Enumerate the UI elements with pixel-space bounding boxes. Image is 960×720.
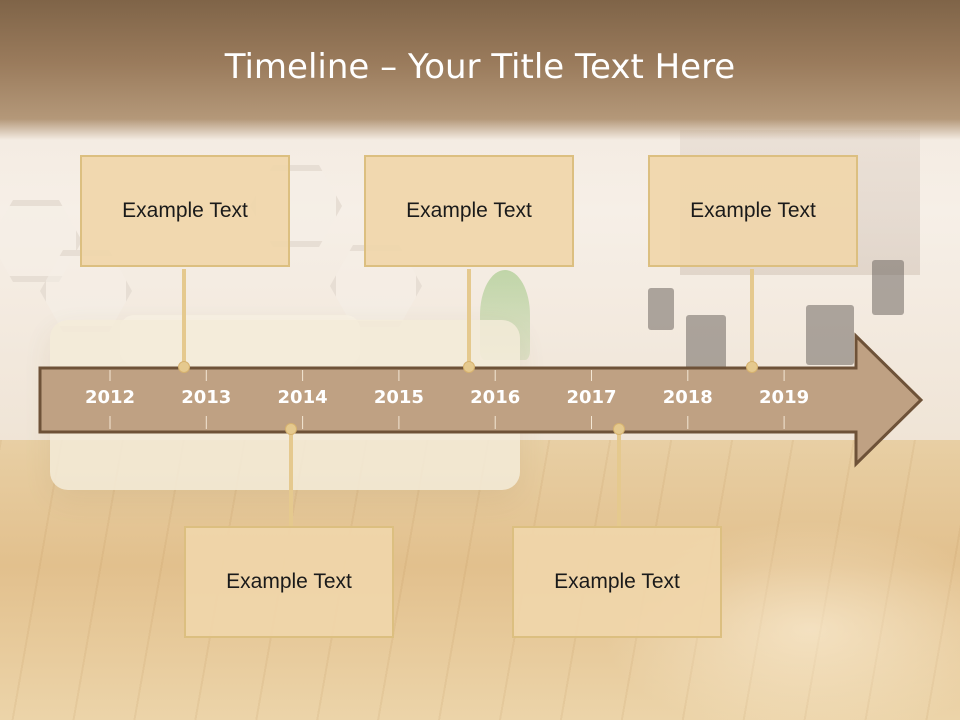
callout-box[interactable]: Example Text: [184, 526, 394, 638]
callout-box[interactable]: Example Text: [364, 155, 574, 267]
connector-line: [467, 269, 471, 367]
connector-dot: [613, 423, 625, 435]
title-band: [0, 0, 960, 140]
connector-dot: [178, 361, 190, 373]
year-labels: 2012 2013 2014 2015 2016 2017 2018 2019: [85, 387, 809, 408]
connector-line: [750, 269, 754, 367]
arrow-shape: [38, 332, 924, 468]
background-speaker: [686, 315, 726, 370]
callout-text[interactable]: Example Text: [122, 199, 248, 222]
callout-text[interactable]: Example Text: [554, 570, 680, 593]
tick-marks: [109, 370, 785, 429]
callout-box[interactable]: Example Text: [512, 526, 722, 638]
year-label: 2012: [85, 387, 135, 408]
connector-line: [182, 269, 186, 367]
connector-dot: [463, 361, 475, 373]
background-speaker: [872, 260, 904, 315]
callout-text[interactable]: Example Text: [406, 199, 532, 222]
year-label: 2016: [470, 387, 520, 408]
background-speaker: [806, 305, 854, 365]
year-label: 2014: [278, 387, 328, 408]
callout-box[interactable]: Example Text: [648, 155, 858, 267]
connector-line: [617, 429, 621, 526]
connector-line: [289, 429, 293, 526]
callout-text[interactable]: Example Text: [690, 199, 816, 222]
callout-box[interactable]: Example Text: [80, 155, 290, 267]
year-label: 2019: [759, 387, 809, 408]
year-label: 2013: [181, 387, 231, 408]
connector-dot: [285, 423, 297, 435]
background-speaker: [648, 288, 674, 330]
year-label: 2015: [374, 387, 424, 408]
connector-dot: [746, 361, 758, 373]
year-label: 2018: [663, 387, 713, 408]
slide-title[interactable]: Timeline – Your Title Text Here: [224, 47, 736, 87]
callout-text[interactable]: Example Text: [226, 570, 352, 593]
year-label: 2017: [566, 387, 616, 408]
